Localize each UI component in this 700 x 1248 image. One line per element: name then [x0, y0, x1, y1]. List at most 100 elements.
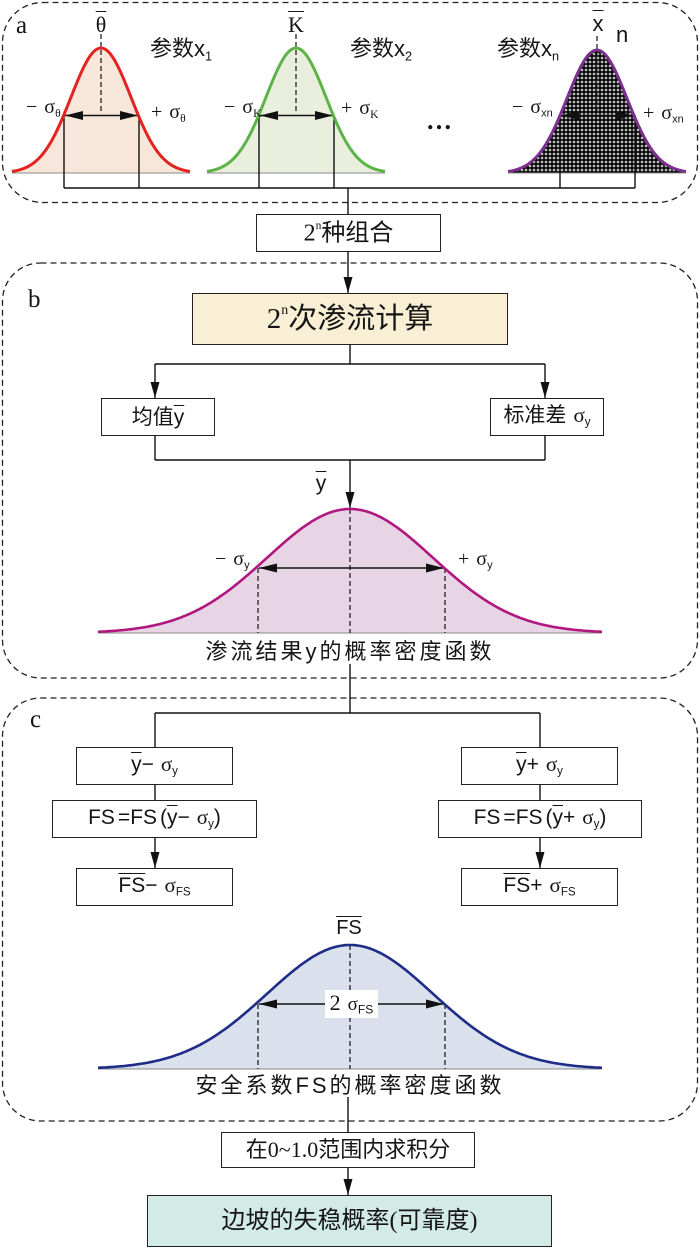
param-1-plus-sigma-label: +σθ	[151, 102, 186, 125]
integral-box: 在0~1.0范围内求积分	[221, 1132, 475, 1168]
panel-a-label: a	[16, 12, 28, 39]
sigma-symbol: σ	[164, 873, 176, 897]
minus-sign: −	[224, 96, 236, 118]
fs-func: FS	[515, 806, 543, 829]
seepage-mean-symbol: y	[315, 472, 327, 495]
fs-distribution-curve	[97, 943, 603, 1070]
mean-symbol: y	[131, 753, 142, 776]
seepage-minus-sigma-label: −σy	[215, 549, 250, 571]
sigma-subscript: y	[244, 559, 250, 572]
sigma-subscript: FS	[175, 886, 191, 899]
param-n-minus-sigma-label: −σxn	[512, 97, 553, 119]
sigma-symbol: σ	[242, 96, 254, 118]
sigma-symbol: σ	[347, 994, 358, 1016]
param-1-name: 参数x	[150, 36, 206, 61]
sigma-symbol: σ	[530, 96, 542, 118]
mean-text: 均值	[131, 404, 174, 429]
operator: +	[530, 874, 543, 897]
sigma-symbol: σ	[549, 873, 561, 897]
combination-base: 2	[303, 220, 316, 247]
fs-mean-symbol: FS	[503, 874, 531, 897]
seepage-base: 2	[266, 302, 282, 335]
width-factor: 2	[329, 990, 341, 1016]
param-2-minus-sigma-label: −σK	[224, 97, 261, 120]
sigma-subscript: K	[253, 107, 262, 121]
integral-text: 在0~1.0范围内求积分	[245, 1137, 451, 1162]
seepage-mean-label: y	[316, 473, 327, 494]
sigma-subscript: y	[557, 765, 563, 778]
x-mean-symbol: x	[592, 11, 604, 36]
param-1-minus-sigma-label: −σθ	[26, 97, 61, 120]
theta-mean-symbol: θ	[95, 12, 107, 37]
sigma-symbol: σ	[169, 101, 181, 123]
param-1-index: 1	[205, 48, 213, 64]
minus-sign: −	[215, 548, 227, 570]
param-n-mean-suffix: n	[616, 22, 629, 47]
equals-sign: =	[503, 806, 516, 829]
combination-text: 种组合	[321, 220, 394, 247]
combination-exponent: n	[315, 219, 322, 232]
failure-probability-box: 边坡的失稳概率(可靠度)	[147, 1195, 552, 1247]
panel-b-border	[1, 262, 699, 679]
close-paren: )	[213, 806, 221, 829]
std-text: 标准差	[503, 403, 567, 427]
sigma-symbol: σ	[196, 805, 209, 829]
plus-sign: +	[643, 102, 655, 124]
sigma-symbol: σ	[476, 548, 488, 570]
param-n-mean-label: x	[593, 13, 604, 35]
mean-symbol: y	[173, 405, 185, 429]
failure-probability-text: 边坡的失稳概率(可靠度)	[221, 1208, 478, 1234]
seepage-calculation-box: 2n次渗流计算	[192, 293, 508, 345]
mean-symbol: y	[167, 806, 178, 829]
minus-sign: −	[26, 96, 38, 118]
sigma-subscript: θ	[180, 112, 186, 126]
panel-c-border	[1, 697, 699, 1122]
combination-box: 2n种组合	[256, 214, 441, 252]
sigma-subscript: θ	[55, 107, 61, 121]
panel-b-label: b	[28, 286, 41, 313]
param-n-index: n	[552, 48, 560, 64]
plus-sign: +	[341, 97, 353, 119]
operator: −	[177, 806, 190, 829]
sigma-symbol: σ	[661, 102, 673, 124]
sigma-subscript: xn	[672, 113, 684, 126]
sigma-symbol: σ	[359, 97, 371, 119]
sigma-subscript: FS	[560, 886, 576, 899]
seepage-plus-sigma-label: +σy	[458, 549, 493, 571]
param-2-distribution-curve	[206, 46, 386, 173]
sigma-symbol: σ	[545, 752, 558, 776]
param-2-index: 2	[405, 48, 413, 64]
param-1-mean-label: θ	[96, 14, 107, 36]
sigma-symbol: σ	[44, 96, 56, 118]
right-fs-result-box: FS+σFS	[461, 868, 618, 906]
sigma-subscript: xn	[541, 107, 553, 120]
fs-curve-mean-symbol: FS	[336, 917, 362, 939]
seepage-distribution-curve	[97, 507, 603, 634]
sigma-subscript: y	[584, 416, 591, 429]
operator: +	[563, 806, 576, 829]
param-n-label: 参数xn	[497, 38, 559, 63]
param-2-mean-label: K	[288, 14, 304, 36]
sigma-subscript: y	[487, 559, 493, 572]
ellipsis-more-params: …	[426, 106, 452, 135]
fs-curve-mean-label: FS	[336, 918, 362, 938]
fs-mean-symbol: FS	[118, 874, 146, 897]
param-n-plus-sigma-label: + σxn	[643, 103, 684, 125]
param-1-distribution-curve	[11, 46, 191, 173]
seepage-text: 次渗流计算	[288, 302, 434, 335]
left-fs-result-box: FS−σFS	[76, 868, 233, 906]
right-shift-box: y+σy	[461, 747, 618, 785]
sigma-subscript: y	[593, 818, 600, 831]
fs-func: FS	[130, 806, 158, 829]
fs-lhs: FS	[88, 806, 115, 829]
right-fs-function-box: FS=FS(y+σy)	[438, 800, 642, 838]
left-fs-function-box: FS=FS(y−σy)	[52, 800, 257, 838]
sigma-subscript: FS	[357, 1002, 374, 1017]
k-mean-symbol: K	[288, 12, 304, 37]
sigma-subscript: y	[172, 765, 178, 778]
minus-sign: −	[512, 96, 524, 118]
